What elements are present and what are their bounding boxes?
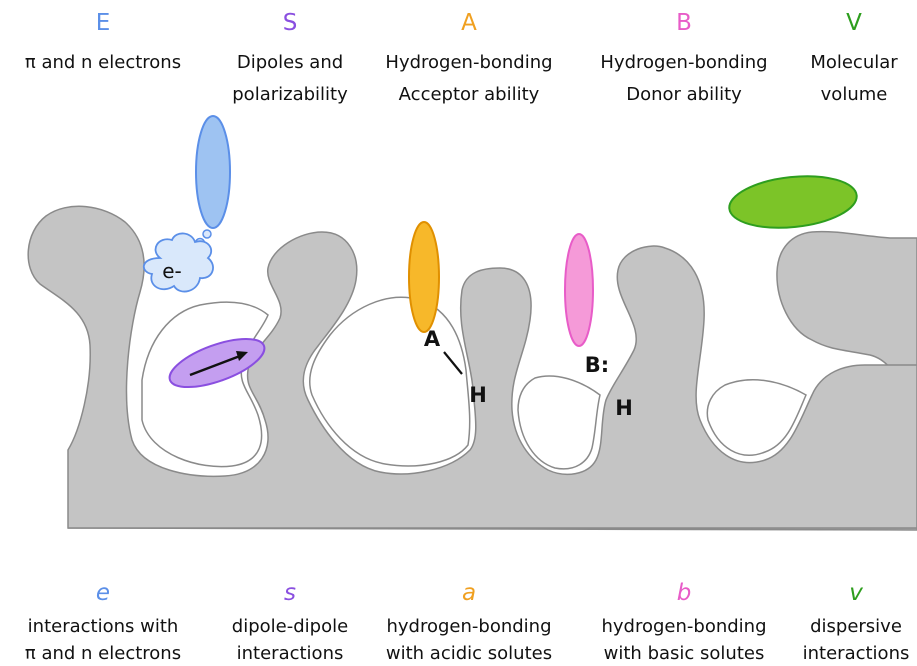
constant-e-letter: e (96, 580, 110, 606)
descriptor-V-line-1: Molecular (810, 52, 898, 73)
constant-v-line-1: dispersive (810, 616, 902, 637)
descriptor-V-line-2: volume (821, 84, 888, 105)
constant-a-letter: a (462, 580, 476, 606)
v-solute-ellipse (727, 170, 860, 233)
constant-v-line-2: interactions (803, 643, 910, 664)
e-solute-ellipse (196, 116, 230, 228)
descriptor-A-letter: A (461, 10, 477, 36)
descriptor-S-line-2: polarizability (232, 84, 348, 105)
constant-e: e interactions with π and n electrons (25, 580, 181, 664)
constant-b: b hydrogen-bonding with basic solutes (601, 580, 766, 664)
donor-h-label: H (615, 396, 633, 420)
descriptor-E: E π and n electrons (25, 10, 181, 73)
constant-b-line-1: hydrogen-bonding (601, 616, 766, 637)
descriptor-A-line-2: Acceptor ability (399, 84, 540, 105)
constant-v-letter: v (849, 580, 863, 606)
constant-s-line-1: dipole-dipole (232, 616, 348, 637)
descriptor-A-line-1: Hydrogen-bonding (385, 52, 552, 73)
constant-a-line-2: with acidic solutes (386, 643, 552, 664)
descriptor-E-letter: E (96, 10, 111, 36)
constant-a: a hydrogen-bonding with acidic solutes (386, 580, 552, 664)
acceptor-h-label: H (469, 383, 487, 407)
e-bubble-dot-1 (203, 230, 211, 238)
descriptor-B: B Hydrogen-bonding Donor ability (600, 10, 767, 105)
descriptor-S: S Dipoles and polarizability (232, 10, 348, 105)
constant-s: s dipole-dipole interactions (232, 580, 348, 664)
constant-b-line-2: with basic solutes (604, 643, 765, 664)
descriptor-V: V Molecular volume (810, 10, 898, 105)
constant-e-line-2: π and n electrons (25, 643, 181, 664)
descriptor-S-letter: S (283, 10, 298, 36)
descriptor-E-line-1: π and n electrons (25, 52, 181, 73)
descriptor-B-line-1: Hydrogen-bonding (600, 52, 767, 73)
descriptor-S-line-1: Dipoles and (237, 52, 343, 73)
acceptor-atom-label: A (424, 327, 441, 351)
constant-s-letter: s (284, 580, 296, 606)
descriptor-V-letter: V (846, 10, 862, 36)
a-solute-ellipse (409, 222, 439, 332)
electron-label: e- (162, 259, 182, 283)
constant-b-letter: b (677, 580, 692, 606)
constant-v: v dispersive interactions (803, 580, 910, 664)
e-interaction: e- (144, 116, 230, 292)
descriptor-B-line-2: Donor ability (626, 84, 742, 105)
constant-s-line-2: interactions (237, 643, 344, 664)
descriptor-A: A Hydrogen-bonding Acceptor ability (385, 10, 552, 105)
donor-atom-label: B: (585, 353, 609, 377)
constant-e-line-1: interactions with (28, 616, 179, 637)
b-solute-ellipse (565, 234, 593, 346)
descriptor-B-letter: B (676, 10, 692, 36)
constant-a-line-1: hydrogen-bonding (386, 616, 551, 637)
